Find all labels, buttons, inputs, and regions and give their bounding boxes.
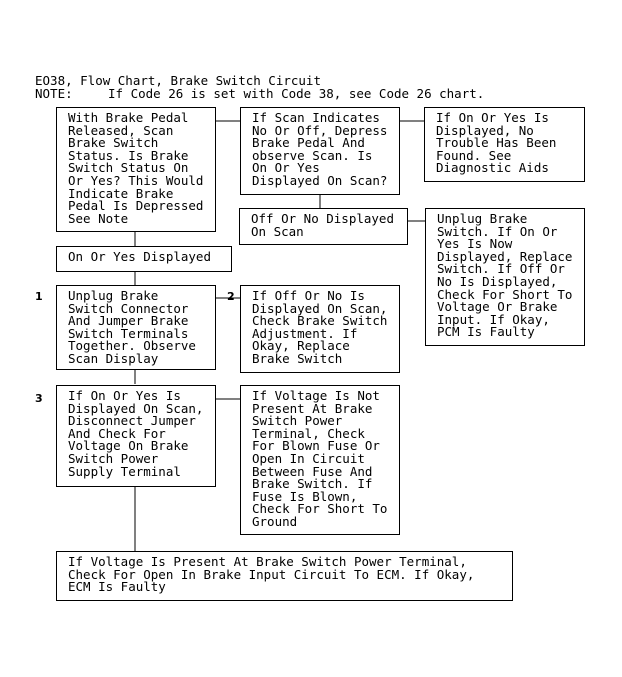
step-number-1: 1	[35, 290, 43, 303]
scan-indicates-off-box: If Scan Indicates No Or Off, Depress Bra…	[240, 107, 400, 195]
start-box: With Brake Pedal Released, Scan Brake Sw…	[56, 107, 216, 232]
unplug-connector-box: Unplug Brake Switch Connector And Jumper…	[56, 285, 216, 370]
note-label: NOTE:	[35, 86, 73, 101]
step-number-3: 3	[35, 392, 43, 405]
adjustment-box: If Off Or No Is Displayed On Scan, Check…	[240, 285, 400, 373]
unplug-switch-box: Unplug Brake Switch. If On Or Yes Is Now…	[425, 208, 585, 346]
step-number-2: 2	[227, 290, 235, 303]
off-displayed-box: Off Or No Displayed On Scan	[239, 208, 408, 245]
note-text: If Code 26 is set with Code 38, see Code…	[108, 86, 485, 101]
chart-title: EO38, Flow Chart, Brake Switch Circuit	[35, 73, 321, 88]
voltage-present-box: If Voltage Is Present At Brake Switch Po…	[56, 551, 513, 601]
no-trouble-box: If On Or Yes Is Displayed, No Trouble Ha…	[424, 107, 585, 182]
on-displayed-box: On Or Yes Displayed	[56, 246, 232, 272]
voltage-not-present-box: If Voltage Is Not Present At Brake Switc…	[240, 385, 400, 535]
disconnect-jumper-box: If On Or Yes Is Displayed On Scan, Disco…	[56, 385, 216, 487]
